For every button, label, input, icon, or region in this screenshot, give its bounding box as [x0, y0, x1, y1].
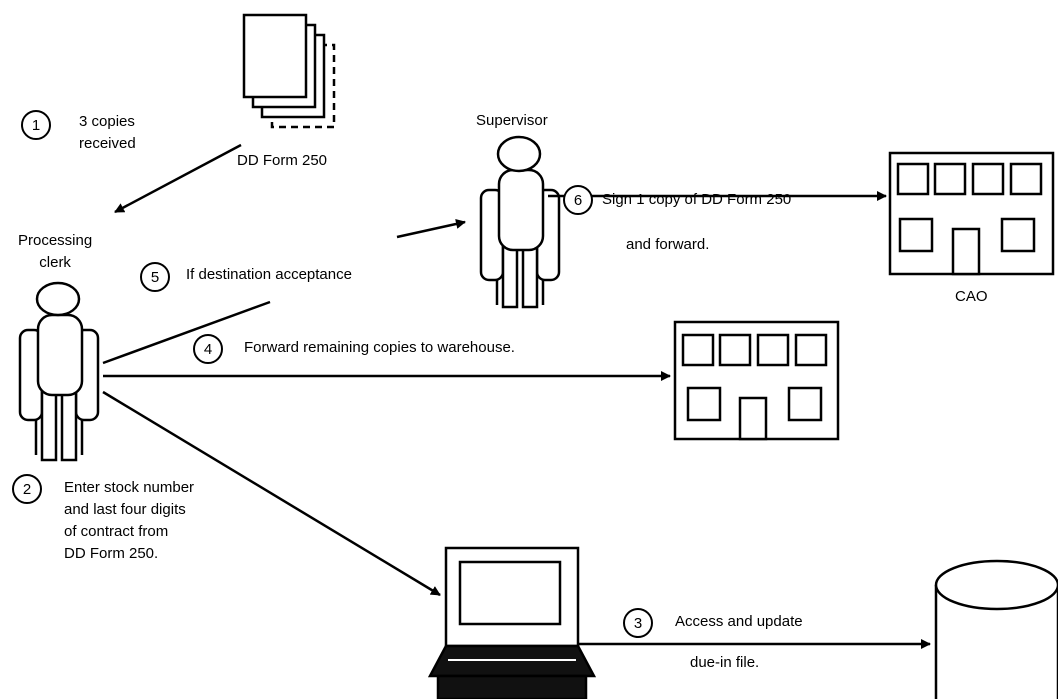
clerk-figure-icon: [18, 281, 100, 462]
step-2-text: Enter stock number and last four digits …: [64, 479, 195, 562]
supervisor-label: Supervisor: [476, 112, 548, 129]
step-6-badge: 6: [563, 185, 593, 215]
warehouse-building-icon: [673, 320, 840, 441]
step-6-text-line2: and forward.: [626, 236, 710, 253]
cao-building-icon: [888, 151, 1055, 276]
step-5-badge: 5: [140, 262, 170, 292]
document-stack-icon: [242, 13, 336, 129]
step-3-text: Access and update: [675, 613, 803, 630]
step-2-badge: 2: [12, 474, 42, 504]
flow-arrows: [102, 143, 931, 649]
line-clerk-to-supervisor: [102, 300, 271, 365]
step-1-badge: 1: [21, 110, 51, 140]
database-cylinder-icon: [934, 559, 1058, 699]
arrow-to-supervisor: [396, 219, 466, 239]
step-4-text: Forward remaining copies to warehouse.: [244, 339, 515, 356]
dd-form-label: DD Form 250: [237, 152, 328, 169]
step-3-text-line2: due-in file.: [690, 654, 760, 671]
step-6-text: Sign 1 copy of DD Form 250: [602, 191, 792, 208]
step-5-text: If destination acceptance: [186, 266, 352, 283]
supervisor-figure-icon: [479, 135, 561, 309]
step-4-badge: 4: [193, 334, 223, 364]
arrow-docs-to-clerk: [114, 143, 242, 214]
computer-terminal-icon: [427, 546, 597, 699]
clerk-label: Processing clerk: [18, 232, 93, 271]
arrow-clerk-to-terminal: [102, 390, 441, 597]
step-3-badge: 3: [623, 608, 653, 638]
cao-label: CAO: [955, 288, 988, 305]
step-1-text: 3 copies received: [79, 113, 136, 152]
